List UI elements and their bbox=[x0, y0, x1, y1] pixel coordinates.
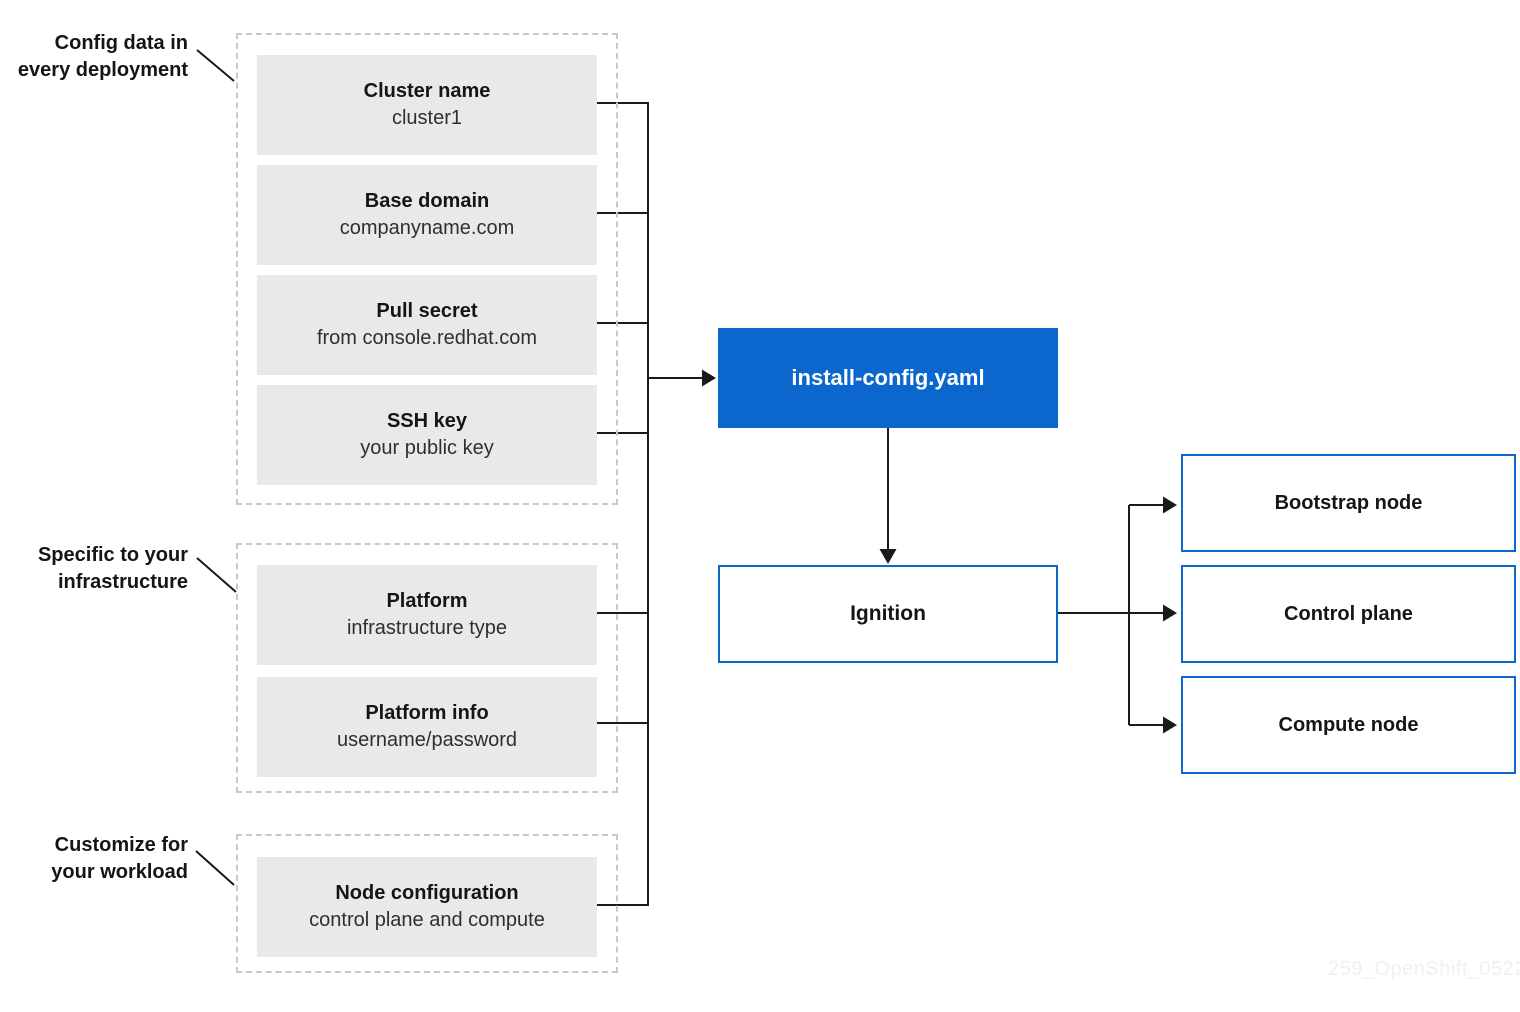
box-cluster-name: Cluster name cluster1 bbox=[257, 55, 597, 155]
arrowhead-ignition bbox=[879, 549, 897, 564]
install-config-label: install-config.yaml bbox=[791, 365, 985, 390]
label-line: your workload bbox=[51, 861, 188, 883]
box-subtitle: username/password bbox=[336, 729, 518, 751]
box-title: Platform bbox=[386, 590, 468, 612]
node-compute: Compute node bbox=[1181, 676, 1516, 774]
label-line: Customize for bbox=[54, 834, 188, 856]
right-branch-line bbox=[1058, 505, 1130, 725]
box-pull-secret: Pull secret from console.redhat.com bbox=[257, 275, 597, 375]
ignition-label: Ignition bbox=[850, 602, 926, 625]
label-line: every deployment bbox=[17, 59, 188, 81]
box-subtitle: infrastructure type bbox=[346, 617, 508, 639]
arrowhead-install-config bbox=[702, 369, 716, 387]
arrowhead-compute bbox=[1163, 716, 1177, 734]
box-title: SSH key bbox=[386, 410, 468, 432]
control-plane-label: Control plane bbox=[1284, 602, 1413, 625]
compute-label: Compute node bbox=[1278, 713, 1419, 736]
box-subtitle: companyname.com bbox=[339, 217, 515, 239]
box-title: Platform info bbox=[365, 702, 489, 724]
box-title: Node configuration bbox=[335, 882, 519, 904]
box-subtitle: cluster1 bbox=[391, 107, 463, 129]
box-node-configuration: Node configuration control plane and com… bbox=[257, 857, 597, 957]
watermark-text: 259_OpenShift_0522 bbox=[1328, 958, 1520, 980]
group-workload: Node configuration control plane and com… bbox=[236, 834, 618, 973]
arrowhead-bootstrap bbox=[1163, 496, 1177, 514]
label-customize-workload: Customize for your workload bbox=[0, 832, 188, 886]
node-control-plane: Control plane bbox=[1181, 565, 1516, 663]
node-install-config-yaml: install-config.yaml bbox=[718, 328, 1058, 428]
node-ignition: Ignition bbox=[718, 565, 1058, 663]
group-infrastructure: Platform infrastructure type Platform in… bbox=[236, 543, 618, 793]
label-line: Config data in bbox=[54, 32, 188, 54]
leader-customize bbox=[195, 850, 235, 886]
box-title: Pull secret bbox=[376, 300, 478, 322]
label-config-data: Config data in every deployment bbox=[0, 30, 188, 84]
box-title: Cluster name bbox=[363, 80, 491, 102]
group-config-data: Cluster name cluster1 Base domain compan… bbox=[236, 33, 618, 505]
label-specific-infrastructure: Specific to your infrastructure bbox=[0, 542, 188, 596]
bootstrap-label: Bootstrap node bbox=[1274, 491, 1423, 514]
label-line: infrastructure bbox=[57, 571, 188, 593]
node-bootstrap: Bootstrap node bbox=[1181, 454, 1516, 552]
box-title: Base domain bbox=[364, 190, 490, 212]
box-subtitle: your public key bbox=[360, 437, 494, 459]
box-subtitle: from console.redhat.com bbox=[316, 327, 538, 349]
arrowhead-control-plane bbox=[1163, 604, 1177, 622]
box-ssh-key: SSH key your public key bbox=[257, 385, 597, 485]
box-platform: Platform infrastructure type bbox=[257, 565, 597, 665]
leader-config-data bbox=[196, 49, 235, 82]
box-subtitle: control plane and compute bbox=[309, 909, 545, 931]
leader-specific-infra bbox=[196, 557, 237, 593]
label-line: Specific to your bbox=[37, 544, 188, 566]
box-platform-info: Platform info username/password bbox=[257, 677, 597, 777]
box-base-domain: Base domain companyname.com bbox=[257, 165, 597, 265]
